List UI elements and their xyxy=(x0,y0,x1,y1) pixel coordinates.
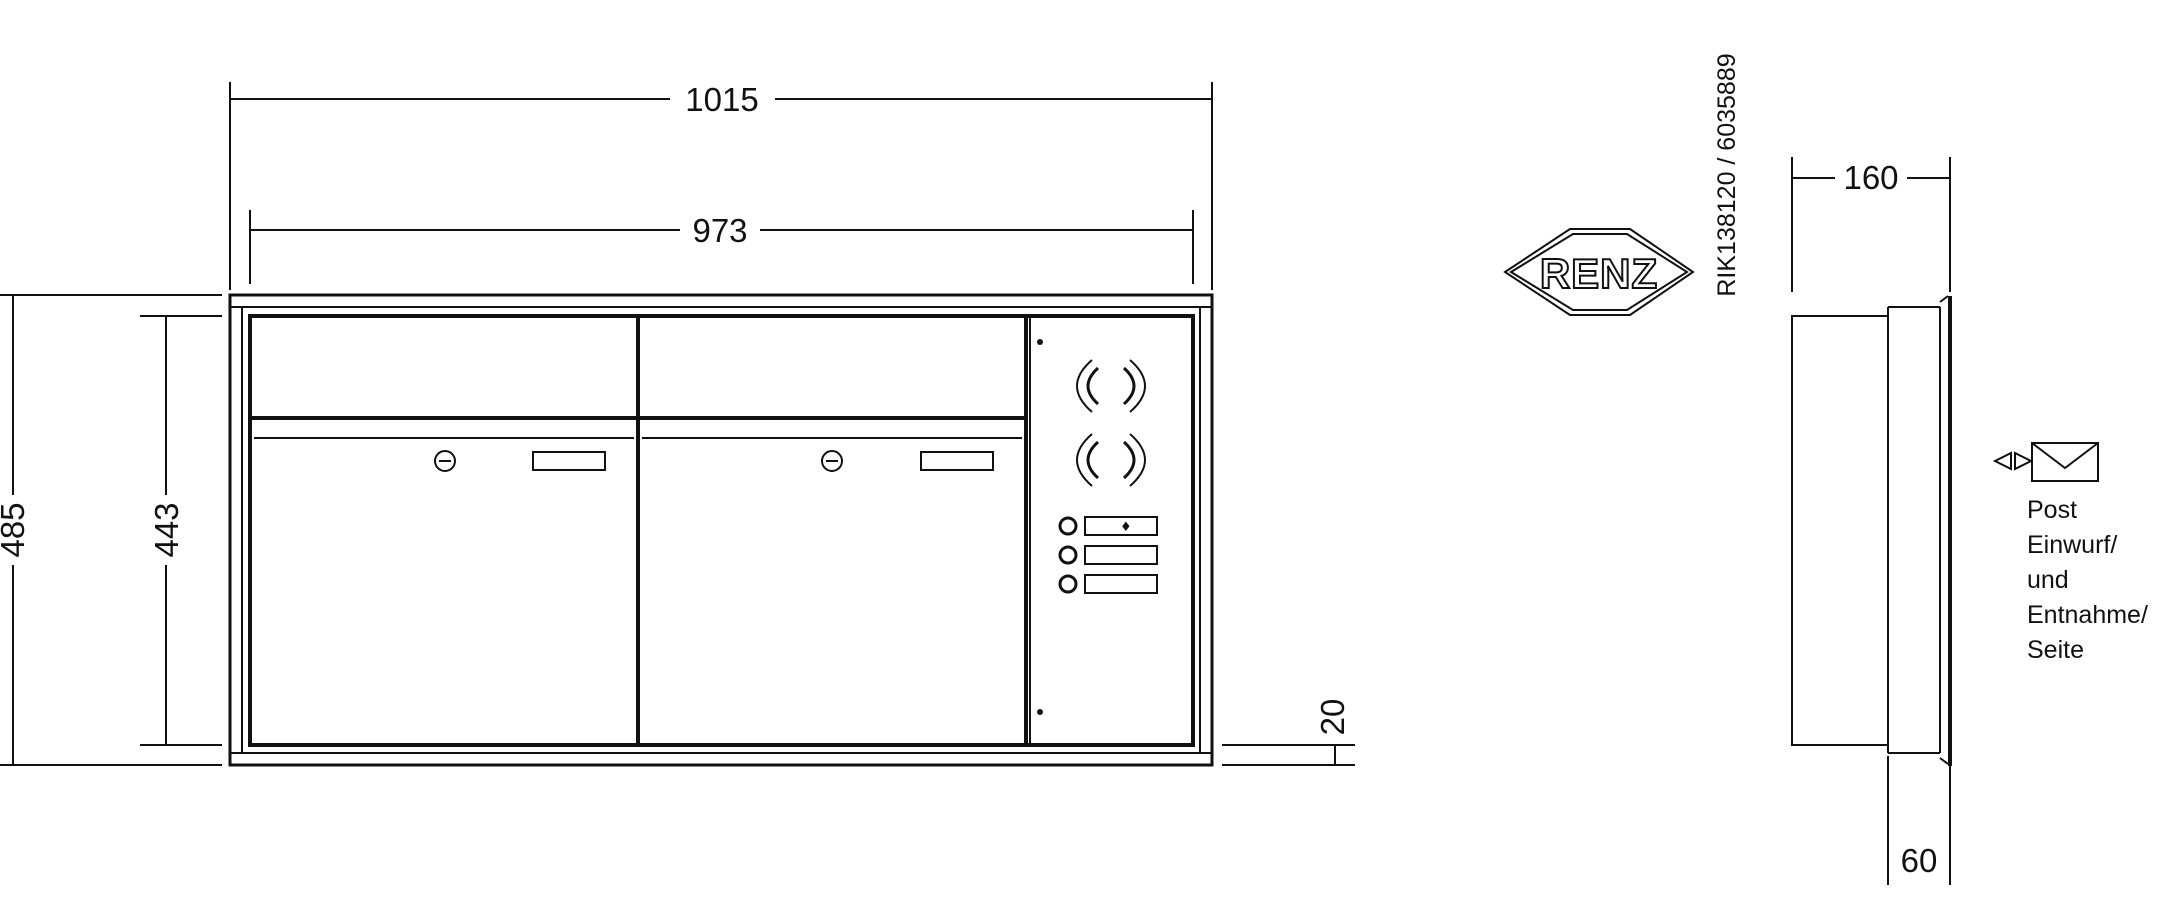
mailbox-door-right xyxy=(642,437,1022,472)
dimension-outer-width: 1015 xyxy=(229,81,1213,290)
dimension-outer-height: 485 xyxy=(0,294,222,766)
outer-frame xyxy=(228,293,1214,767)
post-direction-note: Post Einwurf/ und Entnahme/ Seite xyxy=(1992,442,2148,664)
side-body xyxy=(1791,315,1889,746)
dimension-inner-height-label: 443 xyxy=(148,502,185,557)
inner-housing xyxy=(248,314,1195,747)
article-number: RIK138120 / 6035889 xyxy=(1713,53,1741,296)
dimension-inner-width-label: 973 xyxy=(692,212,747,249)
name-plate xyxy=(920,451,994,471)
renz-logo: RENZ xyxy=(1503,228,1695,316)
note-line-4: Entnahme/ xyxy=(2027,601,2148,629)
dimension-inner-height: 443 xyxy=(140,315,222,746)
arrow-right-icon xyxy=(2014,451,2034,471)
screw-icon xyxy=(1037,709,1043,715)
mailbox-door-left xyxy=(254,437,634,472)
screw-icon xyxy=(1037,339,1043,345)
name-label xyxy=(1084,574,1158,594)
dimension-side-depth-label: 160 xyxy=(1843,159,1898,196)
bell-button-2[interactable] xyxy=(1058,545,1158,565)
note-line-2: Einwurf/ xyxy=(2027,531,2117,559)
bell-button-1[interactable]: ♦ xyxy=(1058,516,1158,536)
note-line-1: Post xyxy=(2027,496,2077,524)
name-plate xyxy=(532,451,606,471)
dimension-frame-offset: 20 xyxy=(1222,699,1355,766)
dimension-outer-width-label: 1015 xyxy=(685,81,758,118)
dimension-frame-offset-label: 20 xyxy=(1314,699,1351,736)
microphone-icon xyxy=(1076,433,1146,487)
speaker-icon xyxy=(1076,359,1146,413)
note-line-3: und xyxy=(2027,566,2069,594)
envelope-icon xyxy=(2031,442,2099,482)
bell-button-icon[interactable] xyxy=(1058,516,1078,536)
arrow-left-icon xyxy=(1992,451,2012,471)
bell-button-3[interactable] xyxy=(1058,574,1158,594)
name-label xyxy=(1084,545,1158,565)
intercom-panel: ♦ xyxy=(1037,339,1158,715)
dimension-wall-projection: 60 xyxy=(1887,756,1951,885)
bell-button-icon[interactable] xyxy=(1058,545,1078,565)
logo-text: RENZ xyxy=(1540,250,1658,297)
name-label xyxy=(1084,516,1158,536)
note-line-5: Seite xyxy=(2027,636,2084,664)
bell-button-icon[interactable] xyxy=(1058,574,1078,594)
light-icon: ♦ xyxy=(1120,520,1132,535)
dimension-side-depth: 160 xyxy=(1791,157,1951,292)
dimension-outer-height-label: 485 xyxy=(0,502,31,557)
mailbox-side-view xyxy=(1791,295,1952,766)
lock-icon xyxy=(821,450,843,472)
lock-icon xyxy=(434,450,456,472)
dimension-inner-width: 973 xyxy=(249,210,1194,284)
dimension-wall-projection-label: 60 xyxy=(1901,842,1938,879)
mailbox-front-view: ♦ xyxy=(228,293,1214,767)
